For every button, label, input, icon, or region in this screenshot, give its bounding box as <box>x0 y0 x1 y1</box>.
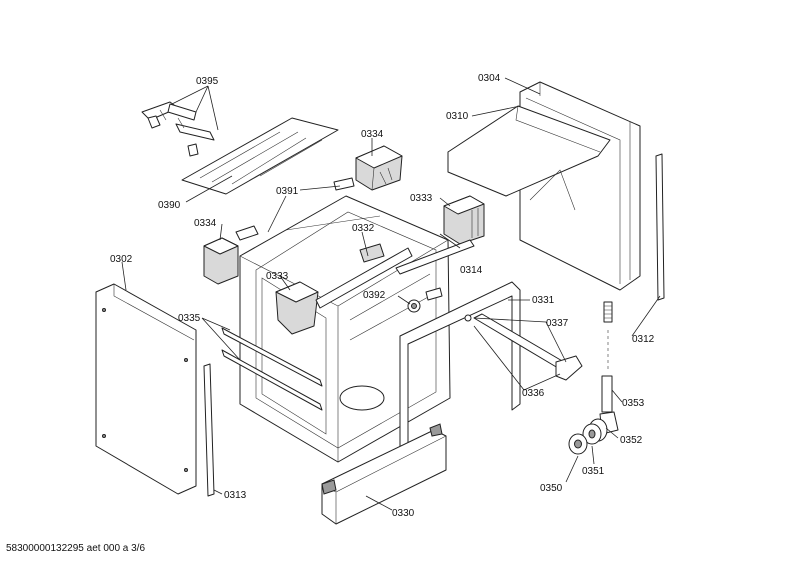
part-0333-clip-right <box>443 195 485 245</box>
label-0332: 0332 <box>352 223 375 234</box>
part-0312-strip <box>655 153 665 301</box>
part-0351-ring <box>582 423 602 445</box>
part-labels: 0395 0304 0310 0334 0391 0390 0333 0334 … <box>110 73 655 519</box>
part-0310-top-panel <box>447 105 611 211</box>
part-0335-rods <box>221 327 323 411</box>
part-0333-clip-mid <box>275 281 319 335</box>
part-0337-rail <box>464 313 583 381</box>
label-0351: 0351 <box>582 466 605 477</box>
label-0390: 0390 <box>158 200 181 211</box>
part-0314-rail <box>395 239 475 275</box>
part-0302-side-panel <box>95 283 197 495</box>
label-0333-mid: 0333 <box>266 271 289 282</box>
label-0335: 0335 <box>178 313 201 324</box>
label-0334-left: 0334 <box>194 218 217 229</box>
label-0395: 0395 <box>196 76 219 87</box>
label-0330: 0330 <box>392 508 415 519</box>
label-0353: 0353 <box>622 398 645 409</box>
label-0302: 0302 <box>110 254 133 265</box>
label-0312: 0312 <box>632 334 655 345</box>
part-0313-strip <box>203 363 215 497</box>
document-reference: 58300000132295 aet 000 a 3/6 <box>6 543 146 554</box>
part-0334-clip-top <box>355 145 403 191</box>
label-0392: 0392 <box>363 290 386 301</box>
label-0313: 0313 <box>224 490 247 501</box>
label-0334-top: 0334 <box>361 129 384 140</box>
part-0391-bracket <box>235 177 355 241</box>
label-0331: 0331 <box>532 295 555 306</box>
label-0391: 0391 <box>276 186 299 197</box>
label-0350: 0350 <box>540 483 563 494</box>
leader-lines <box>121 77 661 511</box>
label-0310: 0310 <box>446 111 469 122</box>
label-0336: 0336 <box>522 388 545 399</box>
part-0334-clip-left <box>203 237 239 285</box>
part-0353-hose <box>601 301 613 413</box>
label-0333-top: 0333 <box>410 193 433 204</box>
part-0330-base <box>321 423 447 525</box>
label-0337: 0337 <box>546 318 569 329</box>
part-0390-panel <box>181 117 339 195</box>
label-0304: 0304 <box>478 73 501 84</box>
part-0350-nut <box>568 433 588 455</box>
label-0352: 0352 <box>620 435 643 446</box>
part-0395-brackets <box>141 101 215 157</box>
part-0392-fitting <box>407 287 443 313</box>
label-0314: 0314 <box>460 265 483 276</box>
